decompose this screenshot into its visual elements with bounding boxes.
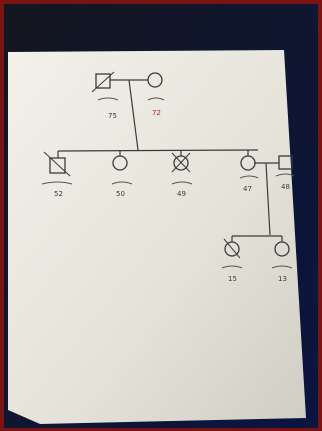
pedigree-member-1-2: 72 <box>147 72 165 117</box>
member-age: 15 <box>228 275 237 283</box>
paper-sheet <box>8 50 306 424</box>
pedigree-lines <box>57 79 283 242</box>
pedigree-member-3-2: 13 <box>271 241 293 283</box>
member-age: 72 <box>152 109 161 117</box>
pedigree-member-2-5: 48 <box>275 155 295 191</box>
member-age: 75 <box>108 112 117 120</box>
member-age: 48 <box>281 183 290 191</box>
pedigree-member-2-2: 50 <box>111 155 133 198</box>
lens-flare <box>0 0 82 92</box>
member-age: 13 <box>278 275 287 283</box>
member-age: 47 <box>243 185 252 193</box>
pedigree-member-2-3: 49 <box>171 152 193 198</box>
member-age: 50 <box>116 190 125 198</box>
pedigree-member-2-1: 52 <box>41 151 73 198</box>
pedigree-member-3-1: 15 <box>221 238 243 283</box>
pedigree-member-1-1: 75 <box>91 71 119 120</box>
pedigree-member-2-4: 47 <box>239 155 259 193</box>
member-age: 49 <box>177 190 186 198</box>
member-age: 52 <box>54 190 63 198</box>
